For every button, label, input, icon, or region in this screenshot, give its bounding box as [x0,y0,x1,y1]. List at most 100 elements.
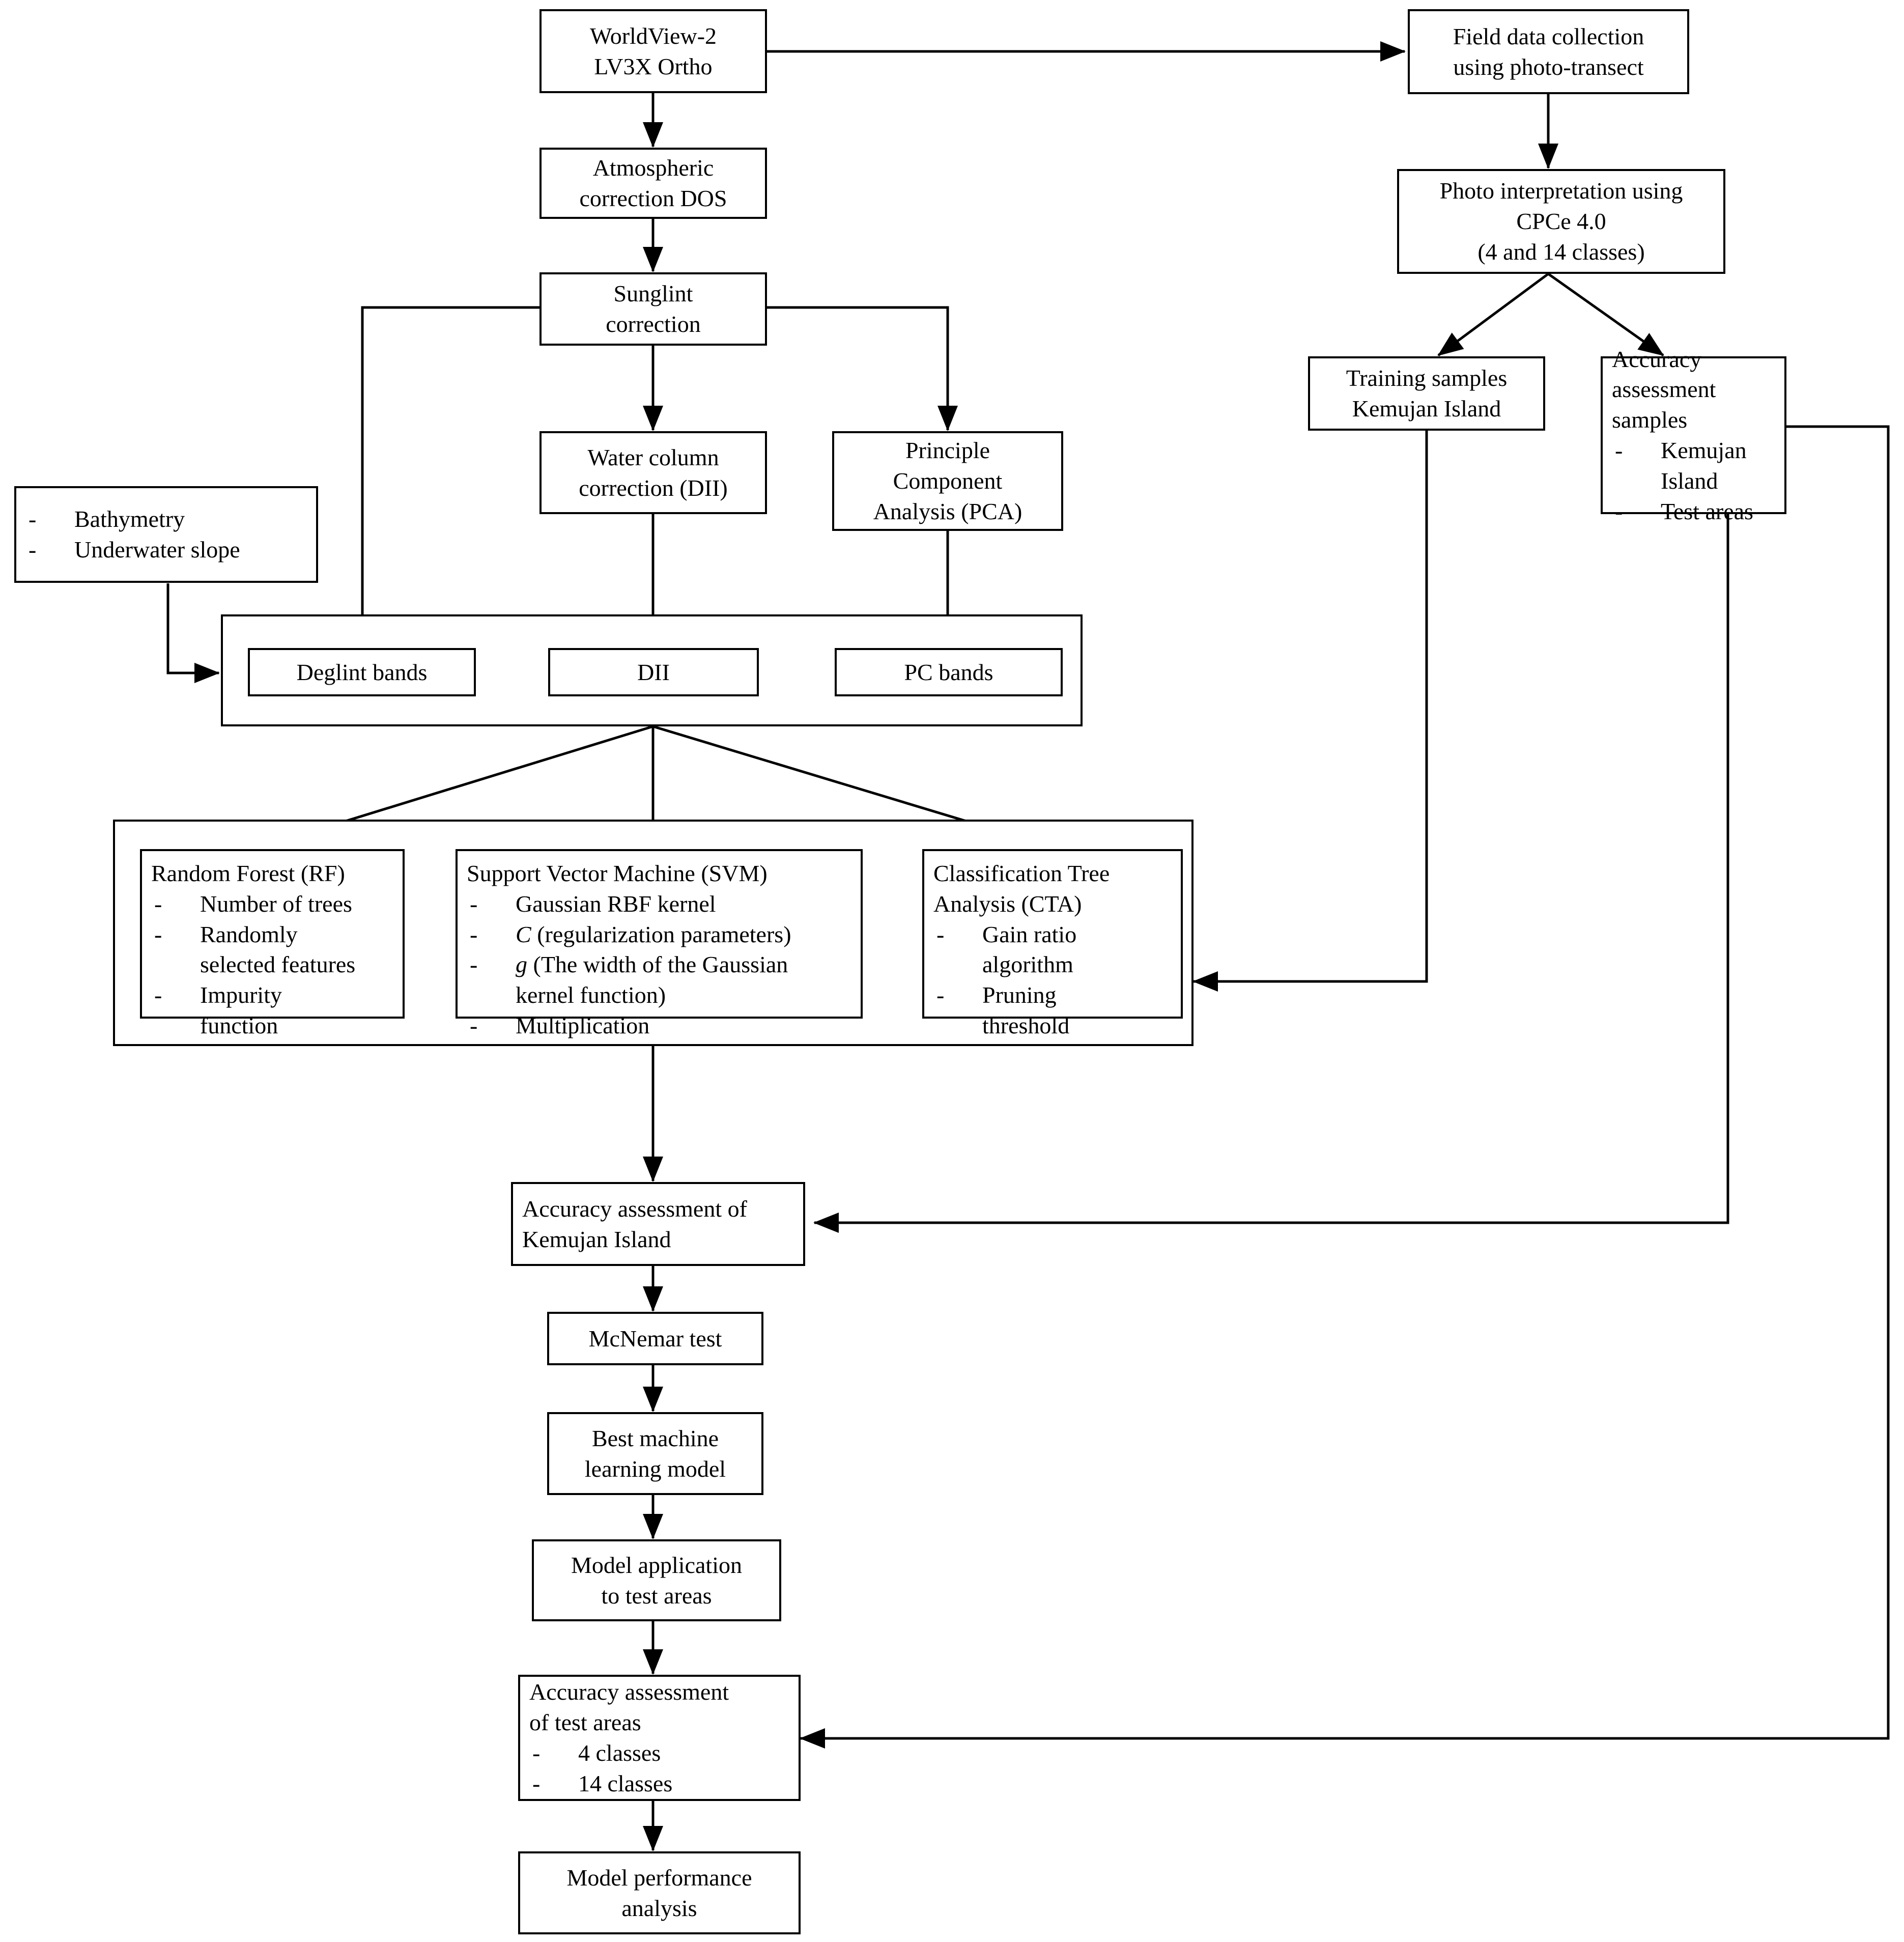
mcnemar-label: McNemar test [588,1325,722,1352]
svm-bullets: - Gaussian RBF kernel - C (regularization … [467,889,856,1041]
edge-photointerp-to-training [1437,272,1549,357]
random-forest-heading: Random Forest (RF) [151,860,345,886]
model-application-line1: Model application [571,1552,742,1578]
bullet-dash-icon: - [470,1012,478,1038]
node-field-data-collection[interactable]: Field data collection using photo-transe… [1408,9,1689,94]
cta-bullets: -Gain ratio algorithm -Pruning threshold [933,919,1176,1041]
bullet-dash-icon: - [470,921,478,947]
list-item: - C (regularization parameters) [467,919,856,950]
accuracy-test-heading2: of test areas [529,1709,641,1736]
bullet-dash-icon: - [470,890,478,917]
best-model-line1: Best machine [591,1425,719,1451]
node-deglint-bands[interactable]: Deglint bands [248,648,476,696]
node-best-machine-learning-model[interactable]: Best machine learning model [547,1412,763,1495]
bullet-text: Number of trees [200,890,352,917]
training-samples-line1: Training samples [1346,365,1508,391]
list-item: - Gain ratio [933,919,1176,950]
list-item: - Gaussian RBF kernel [467,889,856,919]
node-accuracy-assessment-samples[interactable]: Accuracy assessment samples -Kemujan Isl… [1601,346,1786,524]
list-item: -g (The width of the Gaussian [467,949,856,980]
photo-interp-line1: Photo interpretation using [1439,178,1683,204]
accuracy-samples-heading2: assessment samples [1612,376,1716,433]
svm-param-c: C [516,921,531,947]
sunglint-line1: Sunglint [613,280,693,307]
pca-line3: Analysis (PCA) [873,498,1022,524]
model-application-line2: to test areas [601,1582,712,1609]
node-mcnemar-test[interactable]: McNemar test [547,1312,763,1365]
bullet-dash-icon: - [154,890,162,917]
node-worldview2[interactable]: WorldView-2 LV3X Ortho [539,9,767,93]
bullet-text: Bathymetry [74,506,185,532]
atmospheric-line2: correction DOS [579,185,727,211]
node-support-vector-machine[interactable]: Support Vector Machine (SVM) - Gaussian R… [456,849,863,1038]
edge-bathymetry-to-bands [166,583,220,683]
node-dii[interactable]: DII [548,648,759,696]
bullet-text: Gain ratio [982,921,1077,947]
bullet-dash-icon: - [154,982,162,1008]
bullet-text: Underwater slope [74,537,240,562]
node-atmospheric-correction[interactable]: Atmospheric correction DOS [539,148,767,219]
bullet-dash-icon: - [29,506,37,532]
node-training-samples[interactable]: Training samples Kemujan Island [1308,356,1545,431]
node-sunglint-correction[interactable]: Sunglint correction [539,272,767,346]
deglint-bands-label: Deglint bands [296,659,428,685]
bullet-text: (regularization parameters) [531,921,791,947]
svm-param-g: g [516,951,527,978]
node-bathymetry-inputs[interactable]: - Bathymetry - Underwater slope [14,486,318,583]
bullet-dash-icon: - [532,1740,541,1766]
list-item-continuation: algorithm [933,949,1176,980]
accuracy-samples-bullets: -Kemujan Island - Test areas [1612,435,1779,526]
bullet-dash-icon: - [29,537,37,562]
bullet-dash-icon: - [936,982,945,1008]
bullet-text: Test areas [1661,498,1753,524]
bullet-text: Gaussian RBF kernel [516,890,716,917]
bullet-dash-icon: - [936,921,945,947]
bullet-dash-icon: - [154,921,162,947]
bullet-text: Pruning [982,982,1057,1008]
list-item: - Underwater slope [25,534,311,565]
bullet-text: kernel function) [516,982,666,1008]
accuracy-samples-heading1: Accuracy [1612,346,1702,372]
node-model-performance-analysis[interactable]: Model performance analysis [518,1851,801,1934]
node-principle-component-analysis[interactable]: Principle Component Analysis (PCA) [832,431,1063,531]
list-item-continuation: function [151,1010,397,1041]
list-item: - Bathymetry [25,504,311,534]
node-random-forest[interactable]: Random Forest (RF) -Number of trees -Ran… [140,849,405,1038]
bullet-dash-icon: - [470,951,478,978]
bullet-text: 4 classes [578,1740,661,1766]
node-model-application[interactable]: Model application to test areas [532,1539,781,1621]
list-item-continuation: kernel function) [467,980,856,1010]
list-item: - 4 classes [529,1738,793,1768]
bullet-text: algorithm [982,951,1073,978]
bullet-dash-icon: - [532,1770,541,1796]
bullet-text: Impurity [200,982,282,1008]
edge-photointerp-to-accuracysamples [1547,272,1664,357]
list-item: -Kemujan Island [1612,435,1779,496]
edge-training-to-models [1192,403,1428,992]
cta-heading2: Analysis (CTA) [933,890,1082,917]
list-item: - 14 classes [529,1768,793,1799]
worldview-line1: WorldView-2 [589,22,717,49]
bullet-text: function [200,1012,278,1038]
edge-sunglint-to-pca [767,306,958,431]
pca-line1: Principle [905,437,990,464]
node-photo-interpretation[interactable]: Photo interpretation using CPCe 4.0 (4 a… [1397,169,1725,274]
node-accuracy-assessment-test-areas[interactable]: Accuracy assessment of test areas - 4 cla… [518,1675,801,1801]
accuracy-test-bullets: - 4 classes - 14 classes [529,1738,793,1799]
worldview-line2: LV3X Ortho [594,53,713,79]
bullet-dash-icon: - [1615,498,1623,524]
cta-heading1: Classification Tree [933,860,1110,886]
list-item: - Impurity [151,980,397,1010]
bullet-text: Multiplication [516,1012,650,1038]
accuracy-test-heading1: Accuracy assessment [529,1679,729,1705]
list-item: - Number of trees [151,889,397,919]
node-pc-bands[interactable]: PC bands [835,648,1063,696]
pca-line2: Component [893,468,1003,494]
svm-heading: Support Vector Machine (SVM) [467,860,768,886]
node-water-column-correction[interactable]: Water column correction (DII) [539,431,767,514]
node-classification-tree-analysis[interactable]: Classification Tree Analysis (CTA) - Gain… [922,849,1183,1038]
bullet-text: 14 classes [578,1770,673,1796]
photo-interp-line2: CPCe 4.0 [1516,208,1606,235]
node-accuracy-assessment-kemujan[interactable]: Accuracy assessment of Kemujan Island [511,1182,805,1266]
